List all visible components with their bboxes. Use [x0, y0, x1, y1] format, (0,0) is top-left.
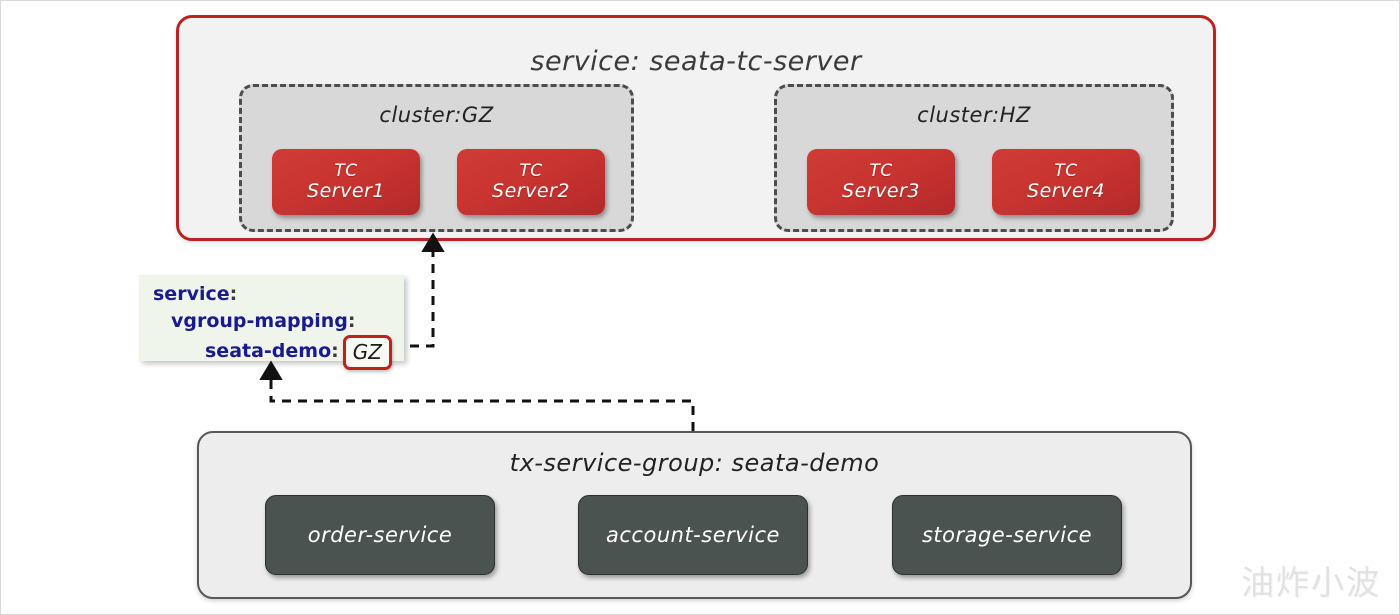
tx-service-group-title: tx-service-group: seata-demo	[509, 449, 880, 477]
cluster-hz: cluster:HZ TC Server3 TC Server4	[774, 84, 1174, 232]
tc-server-3-line1: TC	[869, 160, 893, 181]
config-key-service: service	[153, 283, 230, 305]
tc-server-3[interactable]: TC Server3	[807, 149, 955, 215]
tc-server-2-line1: TC	[519, 160, 543, 181]
tc-server-3-line2: Server3	[842, 179, 920, 202]
config-key-vgroup-mapping: vgroup-mapping	[171, 309, 348, 332]
tc-server-4-line2: Server4	[1027, 179, 1105, 202]
config-key-seata-demo: seata-demo	[205, 339, 332, 362]
config-line-seata-demo: seata-demo:GZ	[153, 334, 394, 371]
service-node-storage[interactable]: storage-service	[892, 495, 1122, 575]
tc-server-2[interactable]: TC Server2	[457, 149, 605, 215]
tc-server-4-line1: TC	[1054, 160, 1078, 181]
service-container: service: seata-tc-server cluster:GZ TC S…	[176, 15, 1216, 241]
tc-server-2-line2: Server2	[492, 179, 570, 202]
cluster-hz-label: cluster:HZ	[917, 103, 1031, 127]
connector-group-to-config	[259, 360, 695, 431]
tc-server-1-line1: TC	[334, 160, 358, 181]
config-colon-3: :	[331, 339, 339, 362]
tc-server-4[interactable]: TC Server4	[992, 149, 1140, 215]
config-line-vgroup-mapping: vgroup-mapping:	[153, 308, 394, 335]
watermark: 油炸小波	[1241, 563, 1381, 602]
vgroup-mapping-config: service: vgroup-mapping: seata-demo:GZ	[139, 275, 404, 371]
service-node-order[interactable]: order-service	[265, 495, 495, 575]
config-value-gz-highlight[interactable]: GZ	[342, 334, 392, 371]
tc-server-1[interactable]: TC Server1	[272, 149, 420, 215]
config-colon-1: :	[229, 283, 238, 305]
config-line-service: service:	[153, 281, 394, 308]
service-node-account[interactable]: account-service	[578, 495, 808, 575]
tc-server-1-line2: Server1	[307, 179, 385, 202]
service-title: service: seata-tc-server	[530, 46, 862, 77]
connector-gz-to-cluster-gz	[410, 232, 445, 348]
config-colon-2: :	[347, 309, 356, 332]
tx-service-group-container: tx-service-group: seata-demo order-servi…	[197, 431, 1192, 599]
cluster-gz-label: cluster:GZ	[379, 103, 494, 127]
cluster-gz: cluster:GZ TC Server1 TC Server2	[239, 84, 634, 232]
